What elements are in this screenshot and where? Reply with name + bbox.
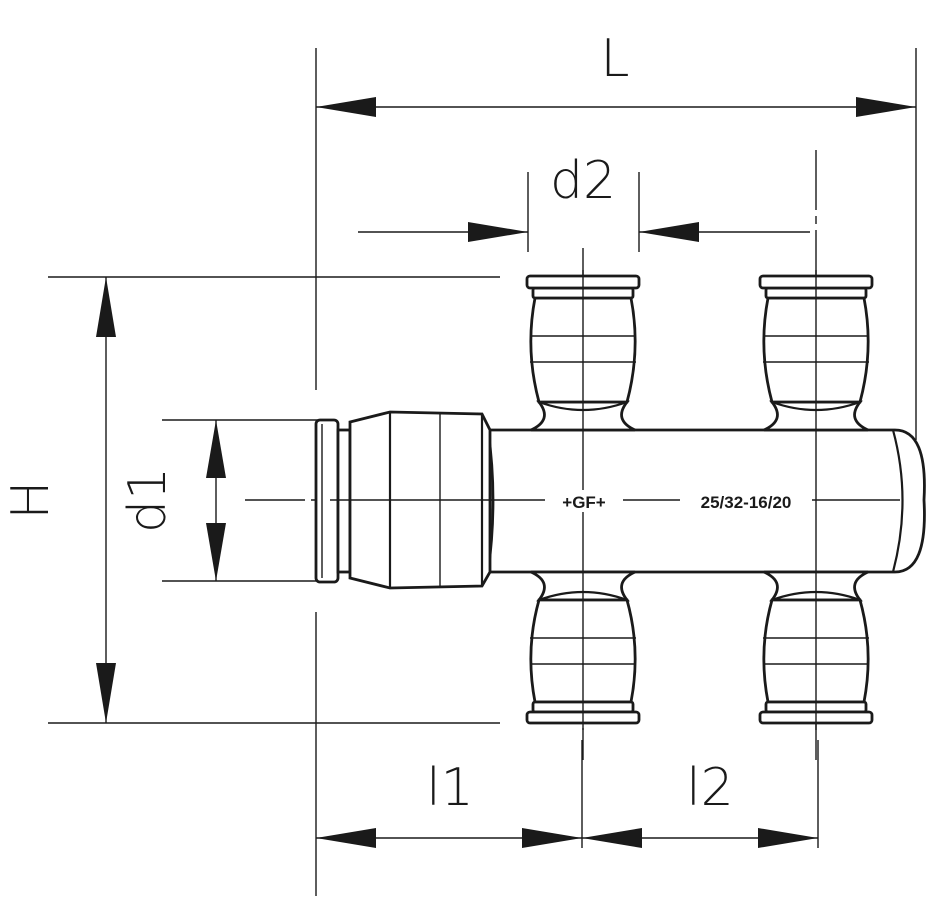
size-code-text: 25/32-16/20	[701, 493, 792, 512]
dim-label-d1: d1	[118, 467, 178, 533]
size-code-background	[680, 490, 812, 512]
dimension-lines	[96, 97, 916, 848]
dim-label-d2: d2	[550, 151, 616, 211]
dim-label-H: H	[1, 480, 61, 519]
dim-label-L: L	[601, 29, 630, 89]
dim-label-l2: l2	[686, 758, 734, 818]
brand-logo-text: +GF+	[562, 493, 606, 512]
brand-mark-background	[545, 490, 623, 512]
dim-label-l1: l1	[426, 758, 474, 818]
extension-lines	[48, 48, 917, 896]
